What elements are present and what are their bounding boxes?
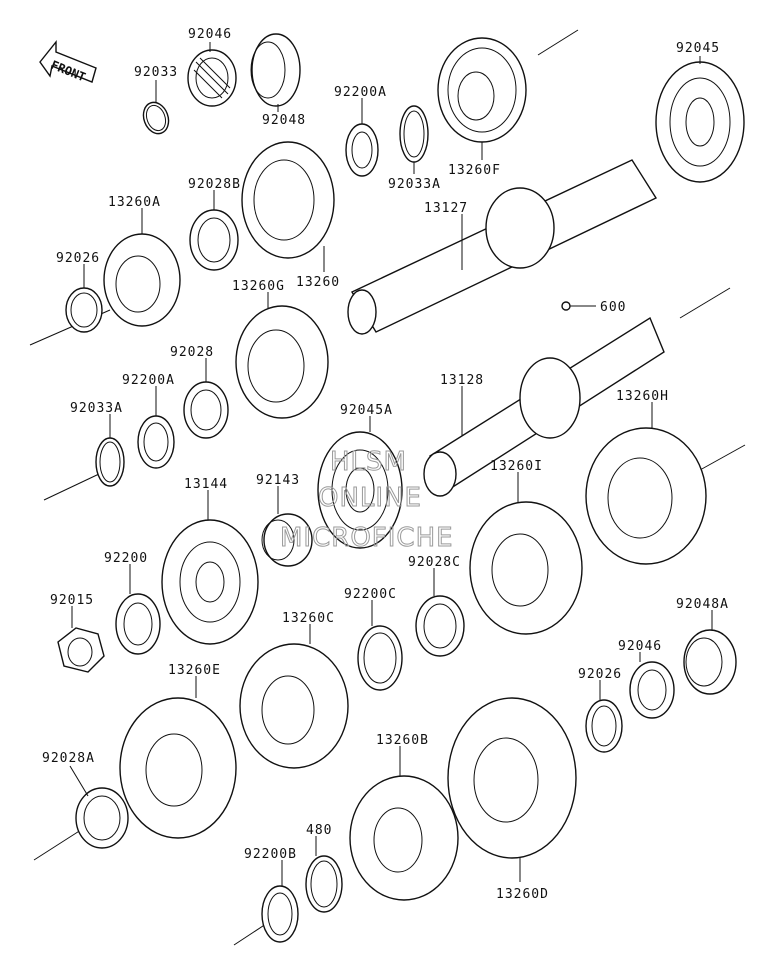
part-92200A-washer[interactable]: [345, 123, 379, 177]
label-480: 480: [306, 823, 332, 838]
part-13260H-gear[interactable]: [585, 427, 707, 565]
label-92048A: 92048A: [676, 597, 729, 612]
part-92200A-washer-mid[interactable]: [137, 415, 175, 469]
label-92046-bot: 92046: [618, 639, 662, 654]
label-13260A: 13260A: [108, 195, 161, 210]
watermark: HLSM ONLINE MICROFICHE: [280, 447, 454, 554]
label-13260B: 13260B: [376, 733, 429, 748]
label-92028: 92028: [170, 345, 214, 360]
watermark-line3: MICROFICHE: [280, 523, 454, 553]
part-92028B-bushing[interactable]: [189, 209, 239, 271]
part-13260E-gear[interactable]: [119, 697, 237, 839]
label-92200: 92200: [104, 551, 148, 566]
part-92143-collar[interactable]: [261, 513, 313, 567]
part-13128-shaft[interactable]: [423, 316, 665, 497]
leader-lines: [69, 42, 713, 886]
part-92033A-circlip[interactable]: [399, 105, 429, 163]
part-13260G-gear[interactable]: [235, 305, 329, 419]
part-13260D-gear[interactable]: [447, 697, 577, 859]
label-13260G: 13260G: [232, 279, 285, 294]
part-92026-washer[interactable]: [65, 287, 103, 333]
part-92026-washer-bot[interactable]: [585, 699, 623, 753]
part-92045-ball-bearing[interactable]: [655, 61, 745, 183]
part-92015-nut[interactable]: [57, 627, 105, 673]
watermark-line1: HLSM: [330, 447, 407, 477]
label-92026-bot: 92026: [578, 667, 622, 682]
part-92028C-bushing[interactable]: [415, 595, 465, 657]
label-92033-top: 92033: [134, 65, 178, 80]
label-13128: 13128: [440, 373, 484, 388]
part-92048-collar[interactable]: [250, 33, 301, 107]
part-13260B-gear[interactable]: [349, 775, 459, 901]
label-92200B: 92200B: [244, 847, 297, 862]
label-92045A: 92045A: [340, 403, 393, 418]
label-92200A-top: 92200A: [334, 85, 387, 100]
label-13260H: 13260H: [616, 389, 669, 404]
part-92200B-washer[interactable]: [261, 885, 299, 943]
label-92033A-mid: 92033A: [70, 401, 123, 416]
part-92028A-bushing[interactable]: [75, 787, 129, 849]
part-13144-sprocket[interactable]: [161, 519, 259, 645]
label-13260D: 13260D: [496, 887, 549, 902]
label-92200A-mid: 92200A: [122, 373, 175, 388]
label-13260: 13260: [296, 275, 340, 290]
part-13260A-gear[interactable]: [103, 233, 181, 327]
part-13260I-gear[interactable]: [469, 501, 583, 635]
label-92048: 92048: [262, 113, 306, 128]
label-13260I: 13260I: [490, 459, 543, 474]
part-92200C-washer[interactable]: [357, 625, 403, 691]
part-92045A-ball-bearing[interactable]: [317, 431, 403, 549]
part-600-marker[interactable]: [561, 301, 571, 311]
label-13260F: 13260F: [448, 163, 501, 178]
part-13260F-gear[interactable]: [437, 37, 527, 143]
part-13260-gear[interactable]: [241, 141, 335, 259]
part-13260C-gear[interactable]: [239, 643, 349, 769]
part-92046-needle-bearing[interactable]: [187, 49, 237, 107]
label-13127: 13127: [424, 201, 468, 216]
front-arrow: FRONT: [39, 40, 97, 84]
part-92033-circlip[interactable]: [139, 99, 172, 137]
label-92028A: 92028A: [42, 751, 95, 766]
label-92046-top: 92046: [188, 27, 232, 42]
label-92026-left: 92026: [56, 251, 100, 266]
label-92045: 92045: [676, 41, 720, 56]
part-92048A-collar[interactable]: [683, 629, 737, 695]
part-labels: 92046 92033 92048 92200A 13260F 92045 92…: [42, 27, 729, 902]
part-92033A-circlip-mid[interactable]: [95, 437, 125, 487]
part-92028-bushing[interactable]: [183, 381, 229, 439]
part-92200-washer[interactable]: [115, 593, 161, 655]
watermark-line2: ONLINE: [318, 483, 422, 513]
label-92028B: 92028B: [188, 177, 241, 192]
label-92200C: 92200C: [344, 587, 397, 602]
label-92143: 92143: [256, 473, 300, 488]
label-13144: 13144: [184, 477, 228, 492]
label-13260E: 13260E: [168, 663, 221, 678]
label-13260C: 13260C: [282, 611, 335, 626]
part-480-circlip[interactable]: [305, 855, 343, 913]
label-92033A-top: 92033A: [388, 177, 441, 192]
part-13127-shaft[interactable]: [347, 159, 658, 335]
label-92028C: 92028C: [408, 555, 461, 570]
label-92015: 92015: [50, 593, 94, 608]
part-92046-needle-bearing-bot[interactable]: [629, 661, 675, 719]
label-600: 600: [600, 300, 626, 315]
